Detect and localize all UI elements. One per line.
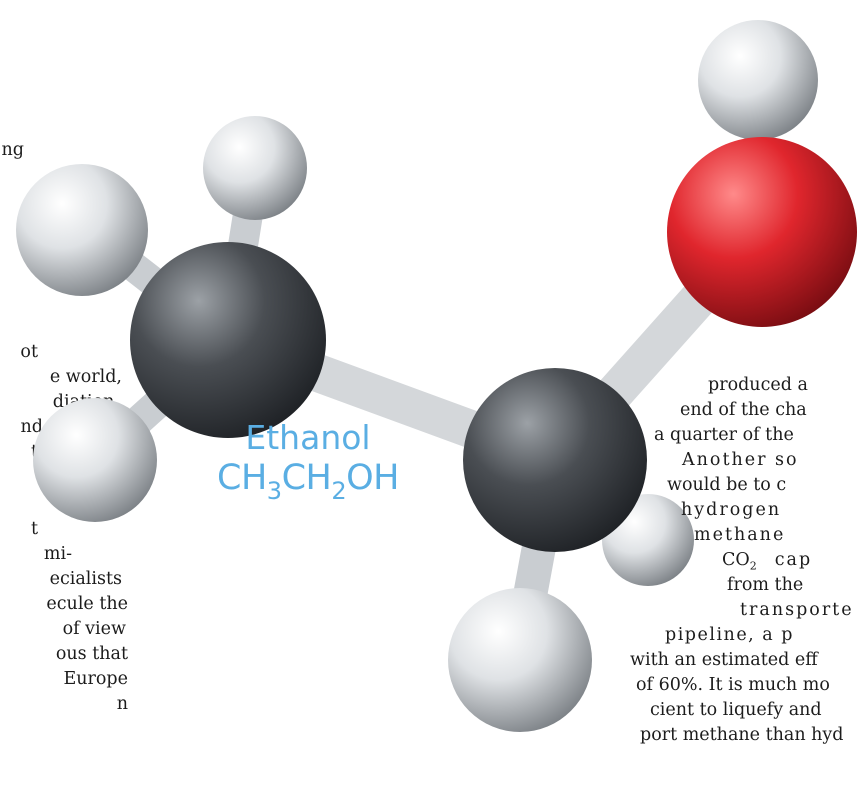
right-line-5: would be to c	[667, 475, 787, 495]
right-line-9: from the	[727, 575, 804, 595]
right-line-14: cient to liquefy and	[650, 700, 822, 720]
right-line-1: produced a	[708, 375, 808, 395]
molecule-name: Ethanol	[245, 418, 371, 457]
co2-text: CO	[722, 550, 750, 570]
right-line-13: of 60%. It is much mo	[636, 675, 830, 695]
hydrogen-atom-hydroxyl	[698, 20, 818, 140]
left-line-10: ecule the	[46, 594, 128, 614]
right-line-3: a quarter of the	[654, 425, 794, 445]
left-line-14: n	[116, 694, 128, 714]
right-line-7: methane	[694, 525, 786, 545]
hydrogen-atom-left	[16, 164, 148, 296]
hydrogen-atom-bottom-left	[33, 398, 157, 522]
left-line-3: e world,	[49, 367, 122, 387]
hydrogen-atom-bottom	[448, 588, 592, 732]
co2-cap-text: cap	[774, 550, 813, 570]
left-line-2: ot	[20, 342, 38, 362]
left-line-8: mi-	[43, 544, 72, 564]
left-line-7: t	[30, 519, 38, 539]
right-line-6: hydrogen	[681, 500, 782, 520]
right-line-4: Another so	[682, 450, 799, 470]
right-line-12: with an estimated eff	[630, 650, 818, 670]
right-line-10: transporte	[740, 600, 854, 620]
molecule-formula: CH3CH2OH	[217, 458, 399, 505]
left-line-9: ecialists	[49, 569, 122, 589]
right-line-8: CO2 cap	[722, 548, 812, 579]
right-line-2: end of the cha	[680, 400, 807, 420]
left-line-12: ous that	[55, 644, 128, 664]
hydrogen-atom-top	[203, 116, 307, 220]
right-line-15: port methane than hyd	[640, 725, 844, 745]
molecule-label: Ethanol CH3CH2OH	[188, 418, 428, 505]
right-line-11: pipeline, a p	[665, 625, 795, 645]
left-line-13: Europe	[63, 669, 128, 689]
left-line-1: ng	[1, 140, 24, 160]
oxygen-atom	[667, 137, 857, 327]
co2-subscript: 2	[749, 559, 757, 573]
left-line-5: nd	[20, 417, 43, 437]
carbon-atom-1	[130, 242, 326, 438]
left-line-11: of view	[62, 619, 126, 639]
carbon-atom-2	[463, 368, 647, 552]
